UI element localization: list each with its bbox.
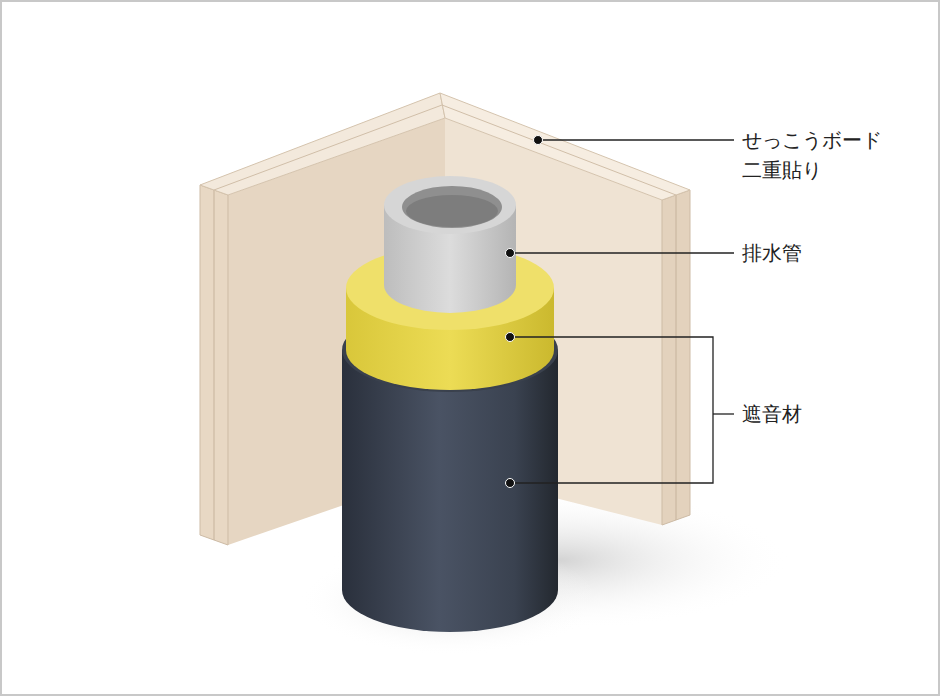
drain-pipe [384,176,516,313]
leader-dot [506,249,515,258]
part-label: 遮音材 [740,399,804,429]
board-edge [662,190,690,525]
leader-lines [510,140,734,483]
board-edge [200,185,228,545]
leader-dot [534,136,543,145]
board-joint [214,190,215,540]
leader-line [510,252,734,253]
leader-dot [506,333,515,342]
bracket [510,337,713,483]
leader-dot [506,479,515,488]
leader-dots [506,136,543,488]
part-label: せっこうボード 二重貼り [740,125,904,185]
pipe-bore [406,195,498,227]
jacket-body [342,350,558,632]
board-joint [676,195,677,520]
board-top [200,93,445,195]
part-label: 排水管 [740,238,804,268]
leader-line [713,413,734,414]
board-joint [214,105,442,190]
leader-line [538,139,734,140]
pipe-rim [384,176,516,234]
pipe-bore [402,186,502,228]
